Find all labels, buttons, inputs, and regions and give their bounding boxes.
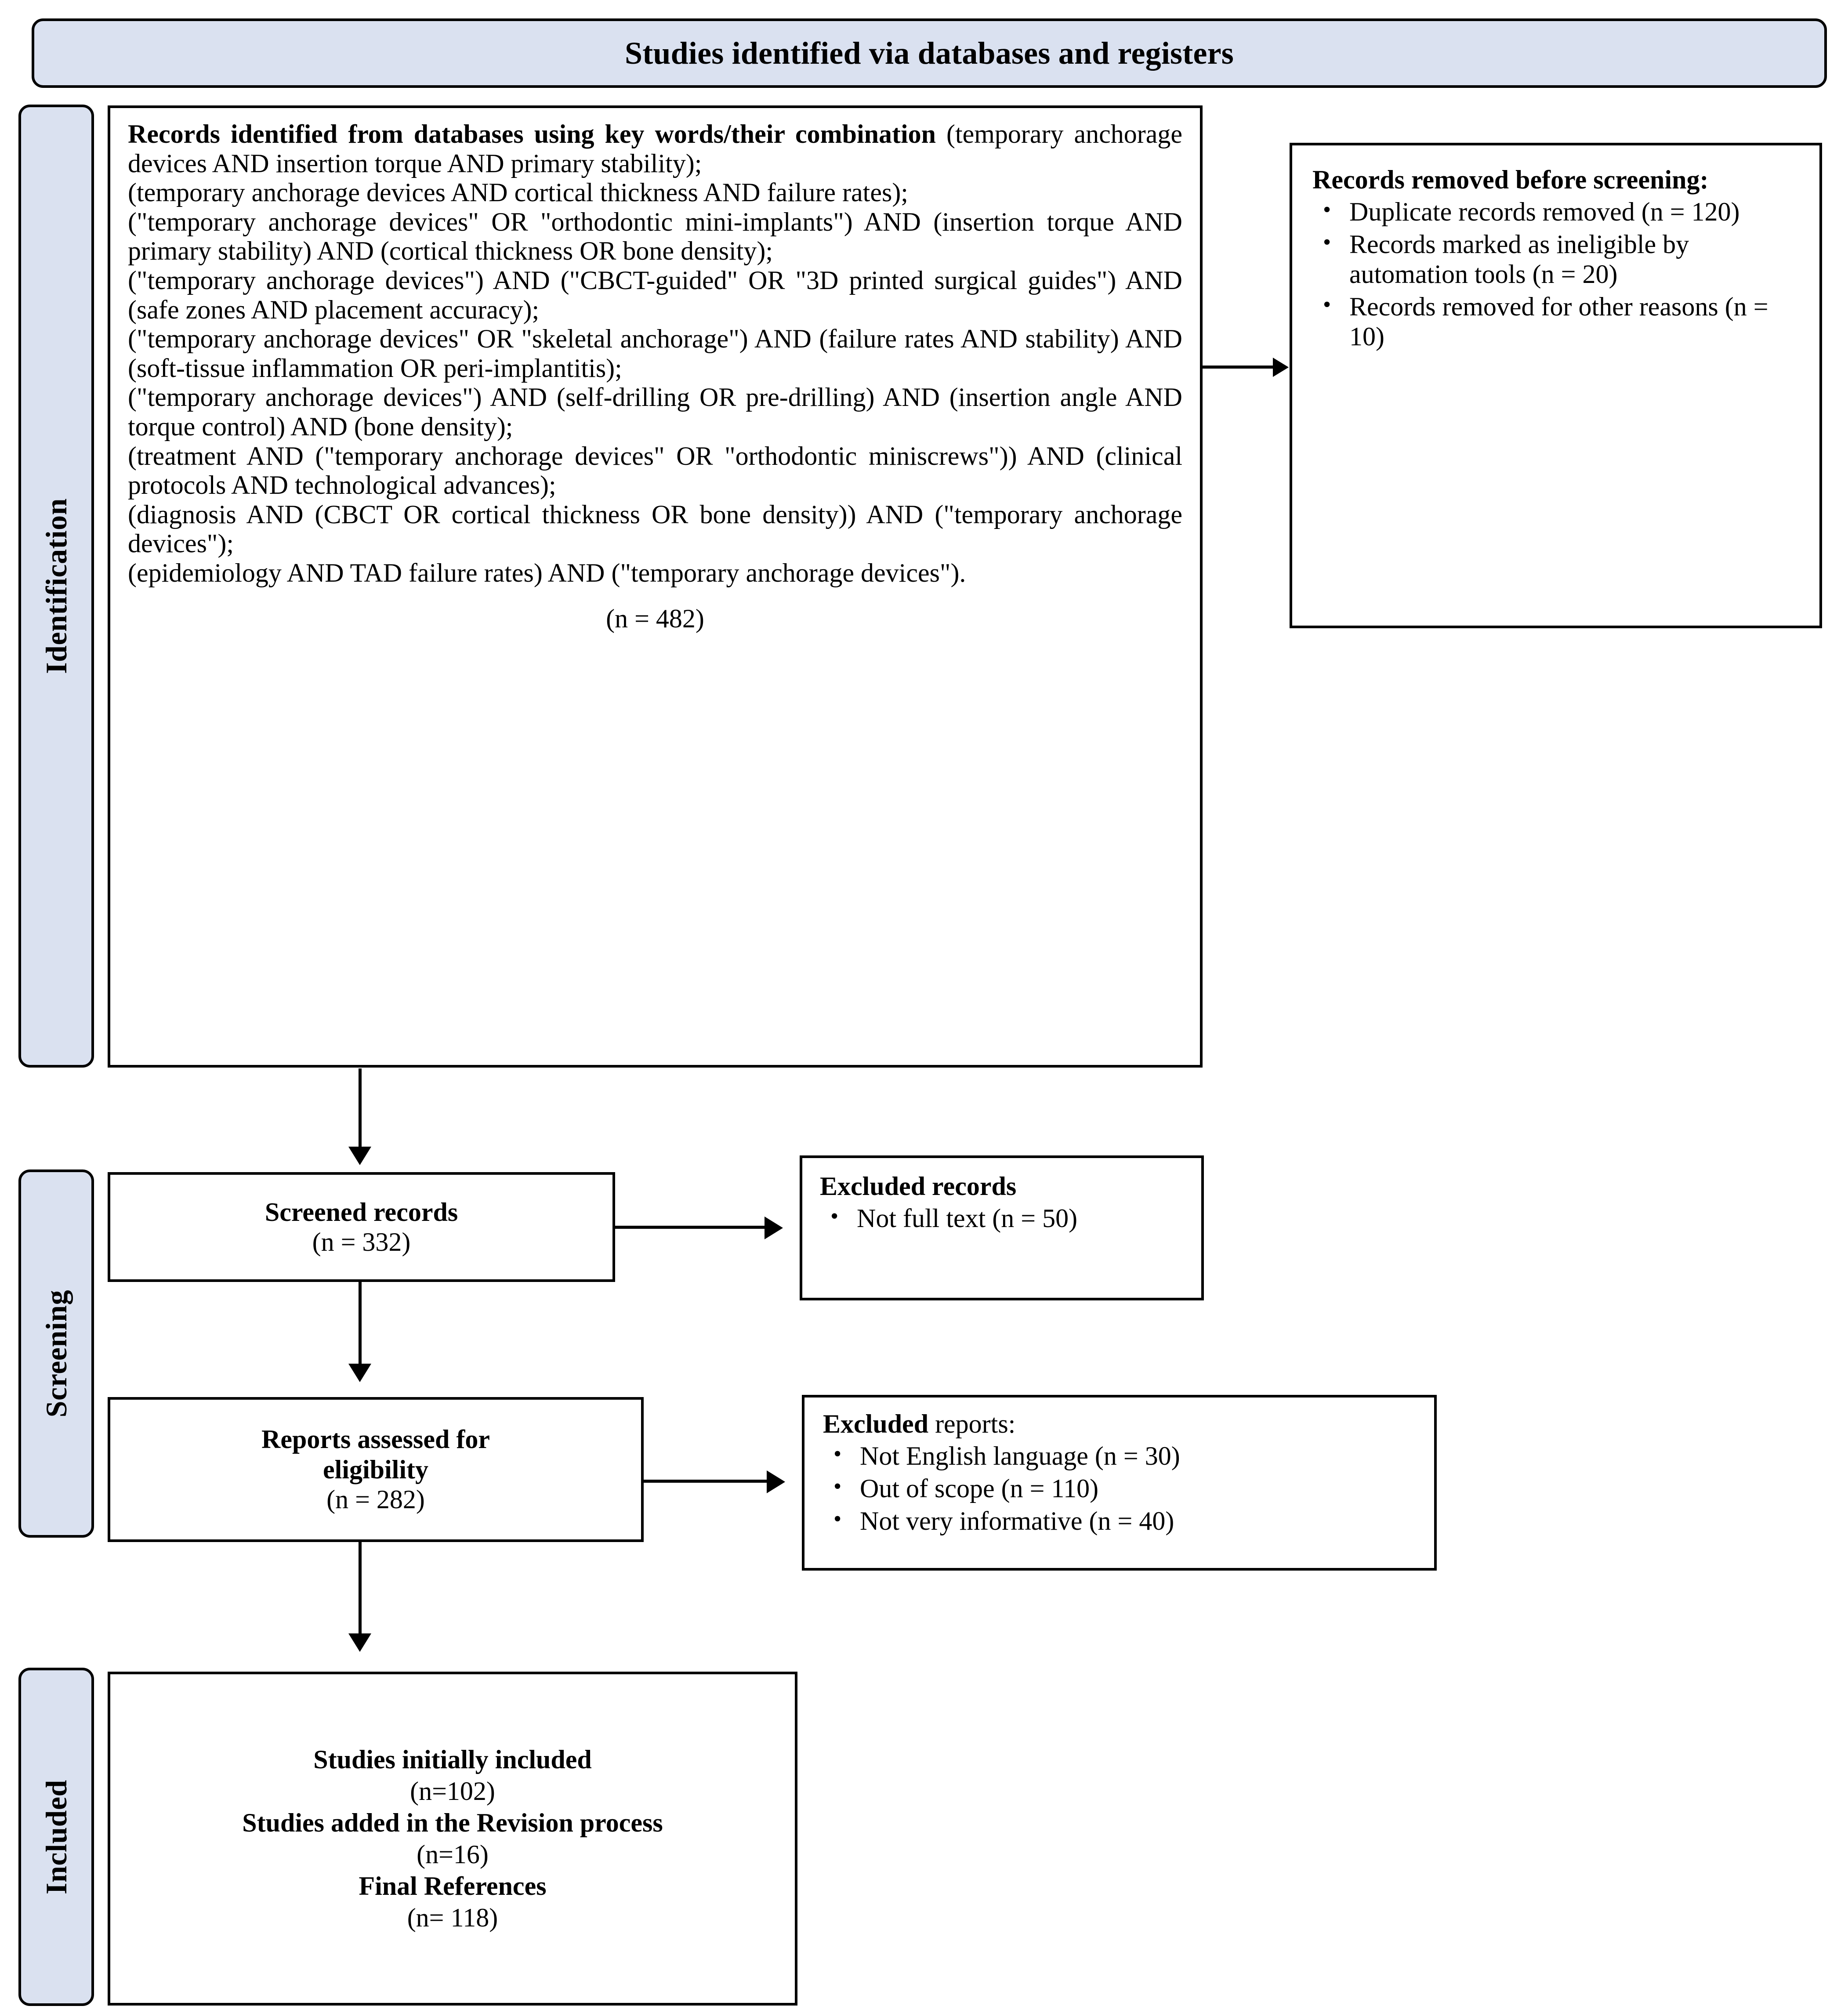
page-title: Studies identified via databases and reg… [625,35,1234,71]
stage-label-screening: Screening [18,1169,94,1538]
excluded-records-list: Not full text (n = 50) [815,1203,1189,1234]
connector-screened-to-reports [359,1282,362,1365]
reports-assessed-title-line1: Reports assessed for [261,1425,490,1454]
diagram-header-band: Studies identified via databases and reg… [32,18,1827,88]
arrow-identified-to-removed [1273,358,1289,377]
list-item: Not very informative (n = 40) [833,1506,1421,1536]
connector-reports-to-included [359,1542,362,1635]
stage-label-included: Included [18,1668,94,2006]
connector-identified-to-screened [359,1068,362,1148]
query-line-1: (temporary anchorage devices AND cortica… [128,178,908,207]
screened-records-title: Screened records [265,1197,458,1227]
stage-screening-text: Screening [39,1289,73,1418]
included-count2: (n=16) [417,1840,489,1869]
included-line1: Studies initially included [313,1745,592,1774]
included-line2: Studies added in the Revision process [242,1808,663,1837]
records-removed-box: Records removed before screening: Duplic… [1290,143,1822,628]
list-item: Not English language (n = 30) [833,1441,1421,1471]
stage-included-text: Included [39,1779,73,1894]
excluded-reports-heading-bold: Excluded [823,1409,929,1438]
records-removed-list: Duplicate records removed (n = 120) Reco… [1307,196,1805,352]
list-item: Records removed for other reasons (n = 1… [1323,291,1805,352]
included-line3: Final References [359,1872,547,1901]
query-line-7: (diagnosis AND (CBCT OR cortical thickne… [128,500,1182,558]
records-removed-heading: Records removed before screening: [1312,165,1709,194]
query-line-2: ("temporary anchorage devices" OR "ortho… [128,207,1182,266]
reports-assessed-box: Reports assessed for eligibility (n = 28… [108,1397,644,1542]
records-identified-box: Records identified from databases using … [108,105,1203,1068]
search-strategy-text: Records identified from databases using … [128,119,1182,588]
list-item: Out of scope (n = 110) [833,1473,1421,1504]
arrow-reports-to-included [348,1633,371,1652]
query-line-4: ("temporary anchorage devices" OR "skele… [128,324,1182,383]
arrow-identified-to-screened [348,1147,371,1165]
connector-identified-to-removed [1203,366,1273,369]
query-text-0: (temporary anchorage devices AND inserti… [128,119,1182,178]
arrow-screened-to-reports [348,1364,371,1382]
screened-records-box: Screened records (n = 332) [108,1172,615,1282]
excluded-reports-heading-rest: reports: [928,1409,1016,1438]
stage-identification-text: Identification [39,498,73,674]
excluded-records-heading: Excluded records [820,1172,1017,1201]
excluded-reports-list: Not English language (n = 30) Out of sco… [818,1441,1421,1536]
query-line-8: (epidemiology AND TAD failure rates) AND… [128,558,966,587]
query-line-3: ("temporary anchorage devices") AND ("CB… [128,265,1182,324]
excluded-reports-box: Excluded reports: Not English language (… [802,1395,1437,1571]
query-line-6: (treatment AND ("temporary anchorage dev… [128,441,1182,500]
included-count3: (n= 118) [407,1903,498,1932]
excluded-records-box: Excluded records Not full text (n = 50) [800,1155,1204,1300]
query-line-5: ("temporary anchorage devices") AND (sel… [128,383,1182,441]
excluded-reports-heading: Excluded reports: [823,1409,1421,1439]
list-item: Records marked as ineligible by automati… [1323,229,1805,290]
reports-assessed-title-line2: eligibility [323,1455,428,1484]
arrow-screened-to-excluded [765,1216,783,1239]
included-studies-box: Studies initially included (n=102) Studi… [108,1672,797,2006]
list-item: Not full text (n = 50) [830,1203,1189,1234]
reports-assessed-count: (n = 282) [326,1485,425,1514]
included-count1: (n=102) [410,1777,495,1806]
records-identified-count: (n = 482) [606,604,704,633]
stage-label-identification: Identification [18,105,94,1068]
records-identified-lead: Records identified from databases using … [128,119,936,148]
screened-records-count: (n = 332) [312,1227,411,1256]
connector-screened-to-excluded [615,1226,765,1229]
query-line-0: Records identified from databases using … [128,119,1182,178]
list-item: Duplicate records removed (n = 120) [1323,196,1805,227]
connector-reports-to-excluded [644,1480,767,1483]
arrow-reports-to-excluded [767,1470,785,1493]
